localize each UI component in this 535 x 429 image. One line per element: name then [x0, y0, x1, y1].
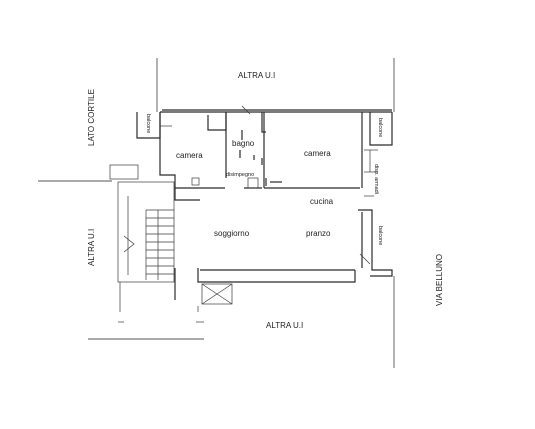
- label-altra-top: ALTRA U.I: [238, 71, 275, 80]
- label-balcone-top-right: balcone: [377, 118, 383, 137]
- room-disimpegno: disimpegno: [226, 172, 254, 178]
- room-camera-left: camera: [176, 151, 203, 160]
- label-altra-bottom: ALTRA U.I: [266, 321, 303, 330]
- door-marks: [160, 105, 378, 265]
- label-balcone-top-left: balcone: [145, 114, 151, 133]
- exterior-walls: [136, 109, 393, 300]
- room-bagno: bagno: [232, 139, 255, 148]
- staircase: [109, 164, 204, 323]
- interior-walls: [159, 112, 360, 201]
- label-disp-armadi: disp. armadi: [373, 164, 379, 194]
- label-altra-left: ALTRA U.I: [87, 229, 96, 266]
- site-boundaries: [38, 58, 395, 368]
- room-cucina: cucina: [310, 197, 334, 206]
- room-camera-right: camera: [304, 149, 331, 158]
- label-balcone-right: balcone: [377, 226, 383, 245]
- room-soggiorno: soggiorno: [214, 229, 250, 238]
- label-via-belluno: VIA BELLUNO: [435, 254, 444, 306]
- room-pranzo: pranzo: [306, 229, 331, 238]
- label-lato-cortile: LATO CORTILE: [87, 89, 96, 146]
- shaft: [197, 283, 233, 312]
